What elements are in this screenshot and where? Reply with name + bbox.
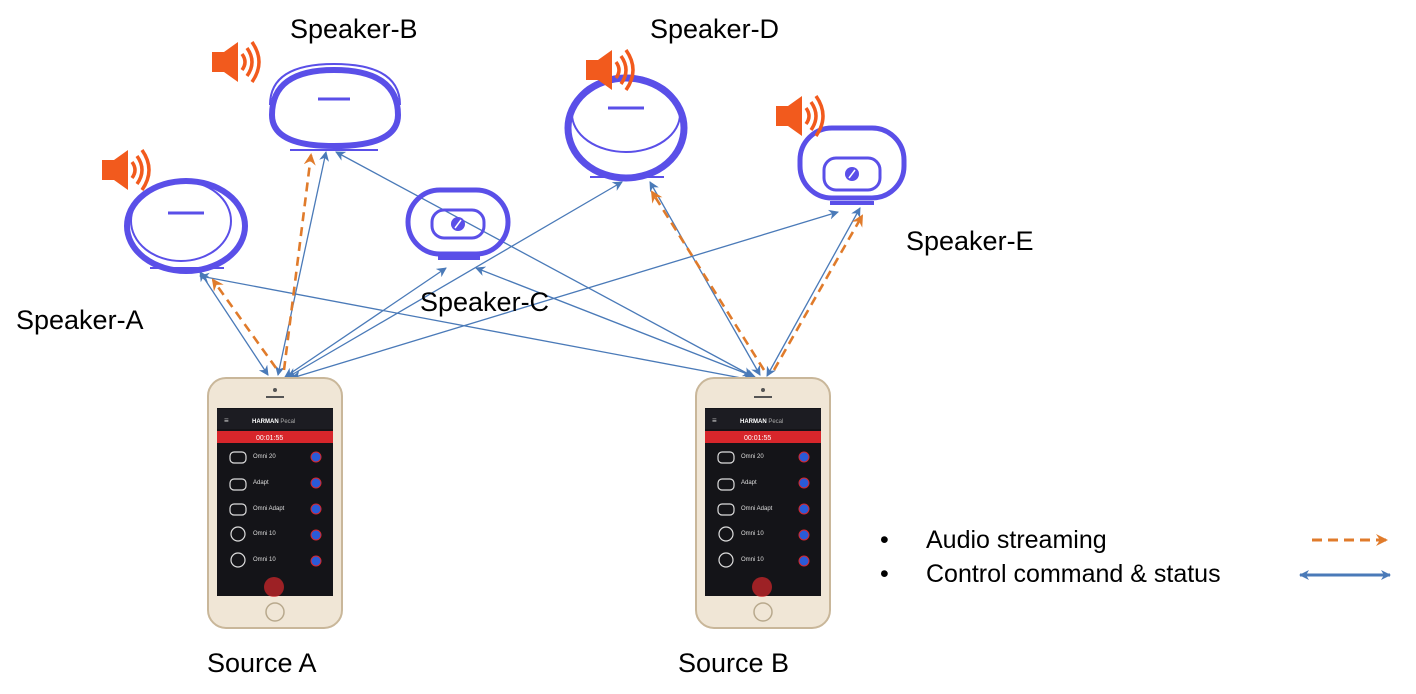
audio-line-a-to-speaker-a (211, 278, 278, 369)
source-a-app-timer: 00:01:55 (256, 435, 283, 442)
speaker-b-volume-icon (210, 40, 261, 84)
speaker-d-device (564, 74, 688, 182)
speaker-b-label: Speaker-B (290, 14, 418, 44)
svg-text:Omni Adapt: Omni Adapt (253, 506, 285, 512)
speaker-b-device (268, 62, 402, 151)
source-b-label: Source B (678, 648, 790, 678)
source-a-app-brand: HARMAN Pecal (252, 419, 295, 425)
svg-text:Omni 10: Omni 10 (741, 557, 764, 563)
control-line-b-to-speaker-c (475, 266, 756, 379)
control-line-a-to-speaker-c (284, 267, 447, 378)
speaker-c-label: Speaker-C (420, 287, 550, 317)
speaker-a-label: Speaker-A (16, 305, 144, 335)
control-connections (199, 151, 861, 384)
legend-bullet: • (880, 560, 889, 588)
svg-text:≡: ≡ (712, 416, 717, 425)
source-a-phone: ≡ HARMAN Pecal 00:01:55 Omni 20 Adapt Om… (207, 377, 343, 629)
legend-control-item: • Control command & status (880, 560, 1221, 589)
legend-audio-item: • Audio streaming (880, 526, 1107, 555)
svg-text:Omni 20: Omni 20 (741, 454, 764, 460)
svg-text:Adapt: Adapt (253, 480, 269, 486)
audio-connections (211, 153, 864, 371)
svg-text:≡: ≡ (224, 416, 229, 425)
source-b-app-timer: 00:01:55 (744, 435, 771, 442)
speaker-a-volume-icon (100, 148, 151, 192)
control-line-a-to-speaker-e (291, 209, 839, 381)
audio-line-a-to-speaker-b (282, 153, 316, 371)
svg-text:Adapt: Adapt (741, 480, 757, 486)
source-b-app-brand: HARMAN Pecal (740, 419, 783, 425)
control-line-b-to-speaker-e (766, 207, 861, 377)
legend-control-label: Control command & status (926, 560, 1221, 588)
audio-line-b-to-speaker-e (772, 214, 864, 371)
legend-bullet: • (880, 526, 889, 554)
speaker-a-device (124, 178, 248, 274)
svg-text:Omni 10: Omni 10 (253, 531, 276, 537)
speaker-e-label: Speaker-E (906, 226, 1034, 256)
svg-text:Omni 10: Omni 10 (253, 557, 276, 563)
speaker-d-label: Speaker-D (650, 14, 780, 44)
speaker-e-device (797, 125, 907, 205)
svg-text:Omni 20: Omni 20 (253, 454, 276, 460)
svg-text:Omni Adapt: Omni Adapt (741, 506, 773, 512)
source-a-label: Source A (207, 648, 317, 678)
control-line-a-to-speaker-b (275, 151, 329, 376)
speaker-c-device (405, 187, 511, 260)
source-b-phone: ≡ HARMAN Pecal 00:01:55 Omni 20 Adapt Om… (695, 377, 831, 629)
control-line-b-to-speaker-b (335, 151, 753, 377)
svg-text:Omni 10: Omni 10 (741, 531, 764, 537)
legend-audio-label: Audio streaming (926, 526, 1107, 554)
audio-line-b-to-speaker-d (650, 190, 766, 371)
